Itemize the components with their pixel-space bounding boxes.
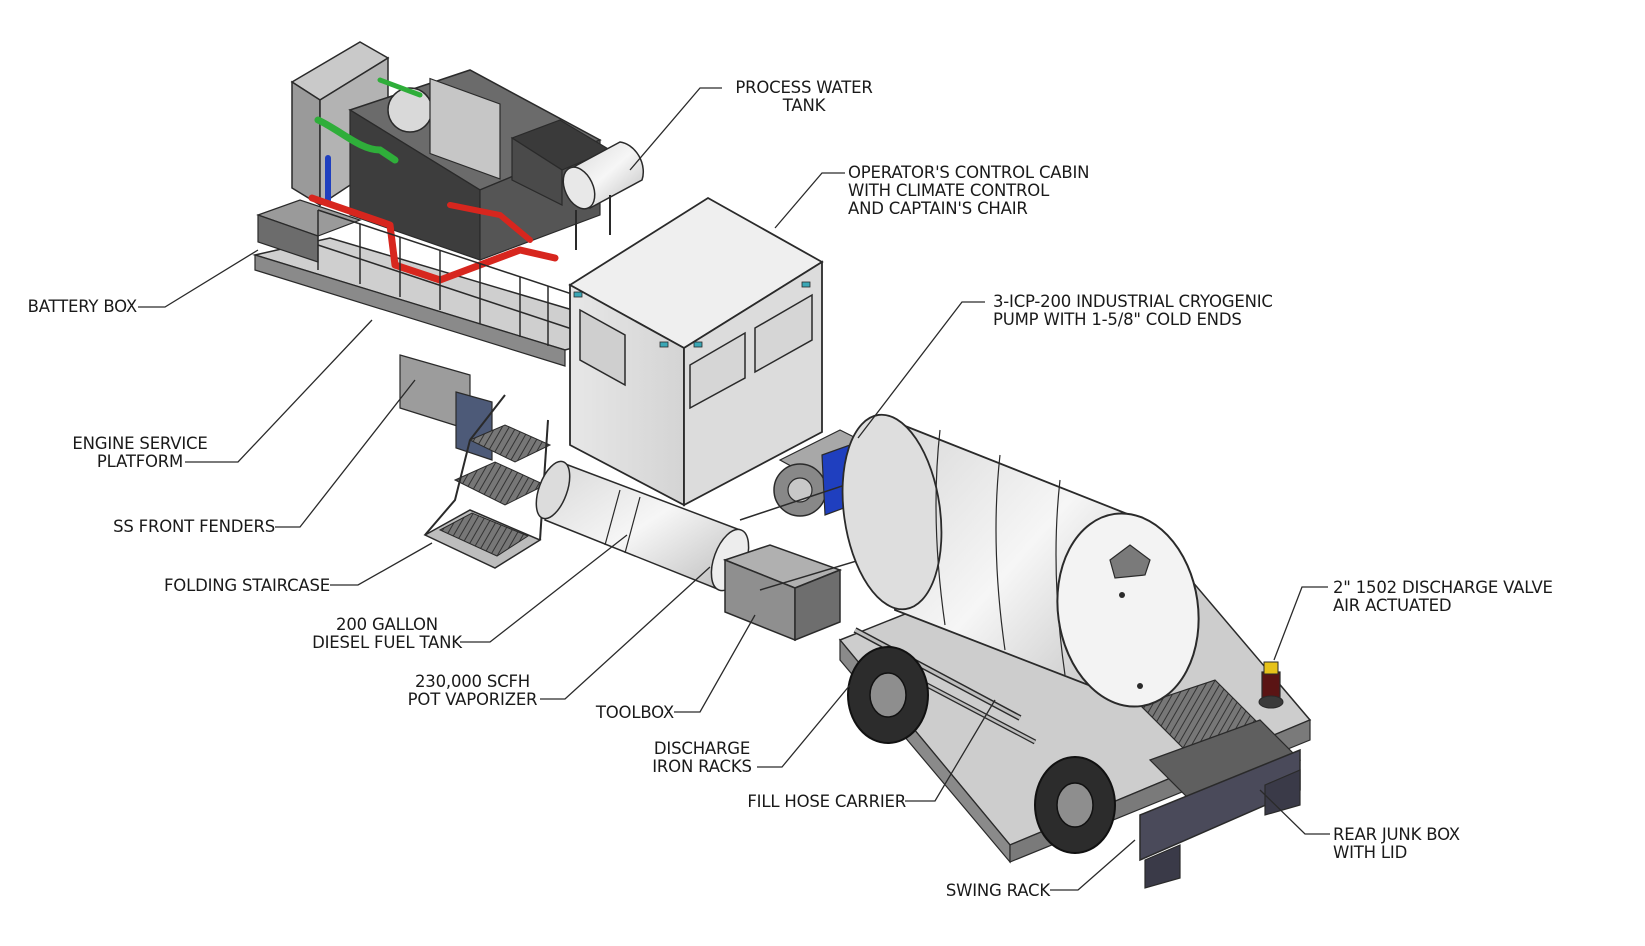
label-toolbox: TOOLBOX	[595, 703, 674, 722]
label-engine-service-platform: ENGINE SERVICE PLATFORM	[72, 434, 208, 471]
label-rear-junk-box: REAR JUNK BOX WITH LID	[1333, 825, 1460, 862]
trailer-wheels	[847, 646, 1116, 854]
label-folding-staircase: FOLDING STAIRCASE	[164, 576, 330, 595]
label-fill-hose-carrier: FILL HOSE CARRIER	[747, 792, 906, 811]
label-diesel-fuel-tank: 200 GALLON DIESEL FUEL TANK	[312, 615, 462, 652]
label-pot-vaporizer: 230,000 SCFH POT VAPORIZER	[407, 672, 538, 709]
discharge-valve	[1258, 661, 1284, 709]
toolbox	[722, 544, 843, 642]
label-discharge-valve: 2" 1502 DISCHARGE VALVE AIR ACTUATED	[1333, 578, 1553, 615]
label-operator-cabin: OPERATOR'S CONTROL CABIN WITH CLIMATE CO…	[848, 163, 1090, 218]
process-water-tank	[562, 141, 645, 250]
label-process-water-tank: PROCESS WATER TANK	[735, 78, 873, 115]
leader-lines	[138, 87, 1330, 891]
label-battery-box: BATTERY BOX	[27, 297, 138, 316]
engine-assembly	[290, 41, 612, 284]
cryogenic-tank	[841, 413, 1200, 708]
label-swing-rack: SWING RACK	[945, 881, 1050, 900]
label-ss-front-fenders: SS FRONT FENDERS	[113, 517, 275, 536]
operator-cabin	[568, 196, 824, 507]
label-cryogenic-pump: 3-ICP-200 INDUSTRIAL CRYOGENIC PUMP WITH…	[993, 292, 1273, 329]
label-discharge-iron-racks: DISCHARGE IRON RACKS	[652, 739, 752, 776]
engine-deck	[252, 199, 643, 461]
folding-staircase	[423, 394, 552, 569]
